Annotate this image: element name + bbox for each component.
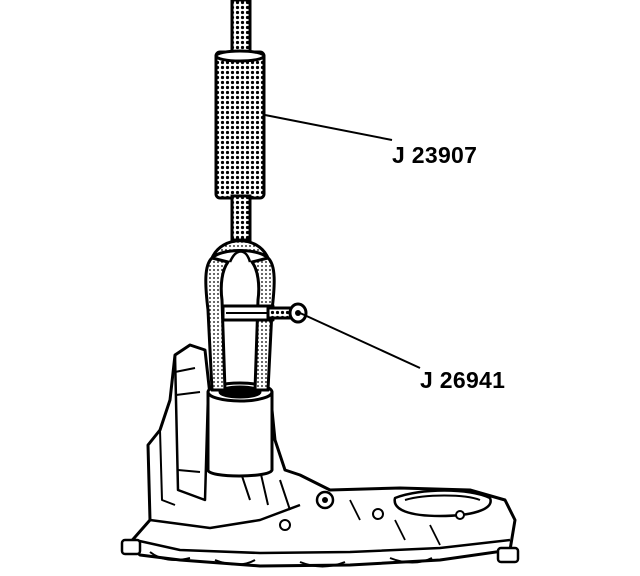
callout-label-j23907: J 23907 [392, 142, 478, 168]
callout-label-j26941: J 26941 [420, 367, 506, 393]
slide-hammer-j23907 [214, 0, 266, 242]
leader-line-j23907 [264, 114, 393, 141]
bore-tube [206, 381, 274, 478]
leader-line-j26941 [299, 312, 421, 369]
bearing-puller-j26941 [204, 239, 308, 392]
